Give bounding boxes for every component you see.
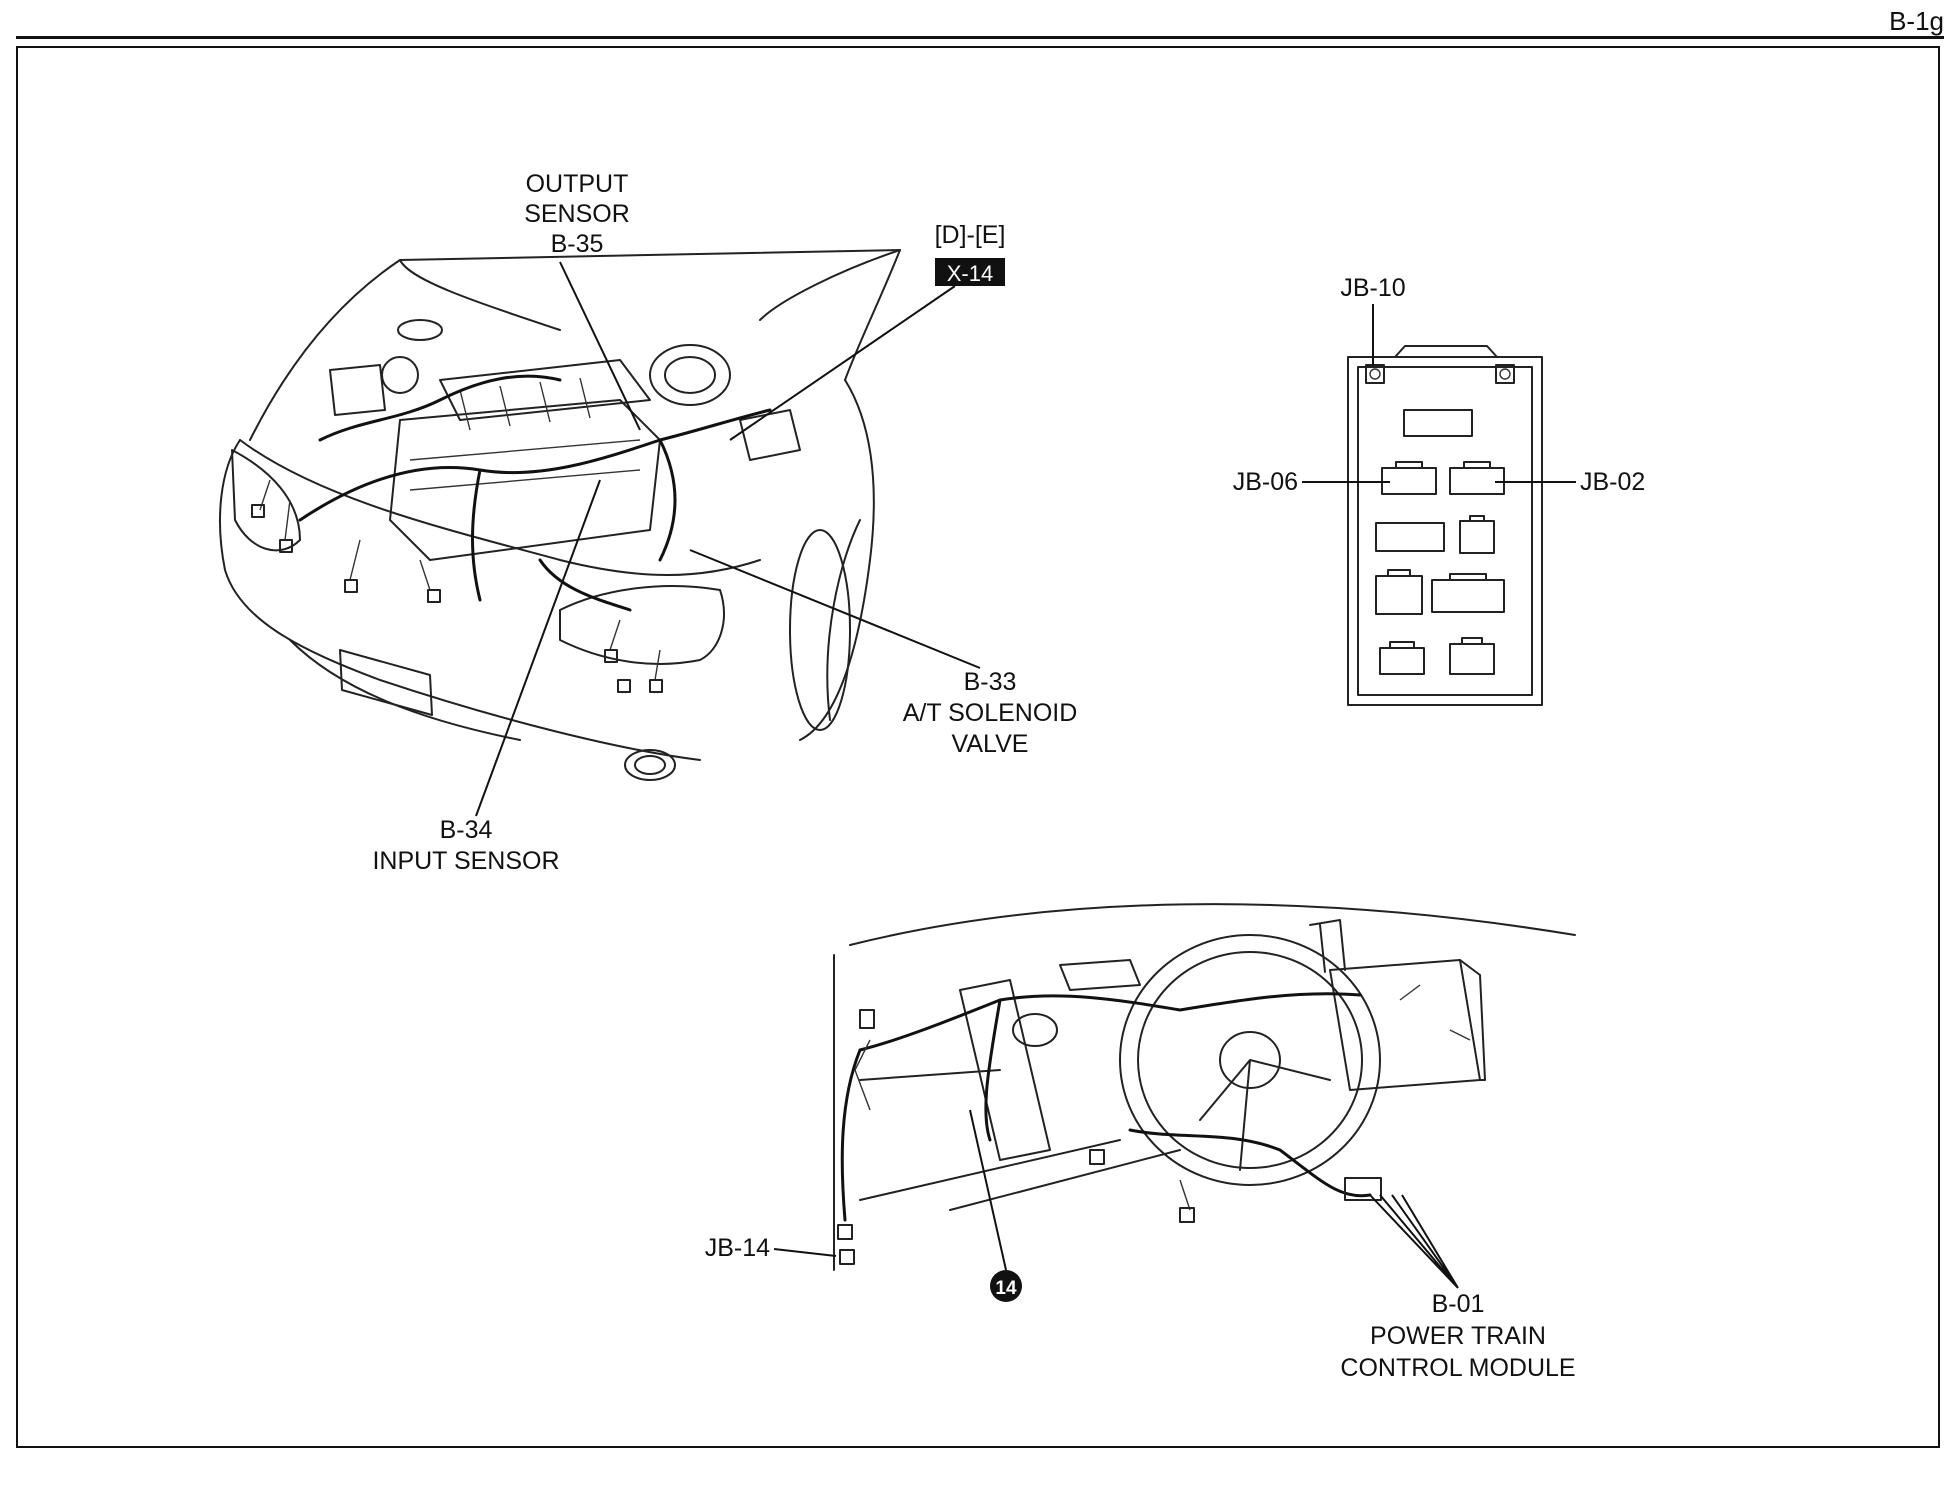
solenoid-leader xyxy=(689,549,981,669)
pcm-label-line1: POWER TRAIN xyxy=(1370,1322,1546,1350)
top-rule xyxy=(16,36,1944,39)
callout-badge-number: 14 xyxy=(995,1278,1017,1299)
output-sensor-code: B-35 xyxy=(551,230,604,258)
solenoid-code: B-33 xyxy=(964,668,1017,696)
input-sensor-label: INPUT SENSOR xyxy=(372,847,559,875)
input-sensor-leader xyxy=(475,479,601,817)
junction-box xyxy=(1347,345,1543,706)
jb14-leader xyxy=(773,1248,837,1257)
output-sensor-label-line2: SENSOR xyxy=(524,200,630,228)
diagram-frame xyxy=(16,46,1940,1448)
jb06-label: JB-06 xyxy=(1233,468,1298,496)
jb14-label: JB-14 xyxy=(705,1234,770,1262)
engine-bay-illustration xyxy=(219,249,901,781)
badge-leader xyxy=(969,1109,1007,1271)
connector-ref-badge xyxy=(935,258,1005,286)
page-id: B-1g xyxy=(1889,6,1944,36)
pcm-label-line2: CONTROL MODULE xyxy=(1340,1354,1575,1382)
jb10-label: JB-10 xyxy=(1340,274,1405,302)
pcm-code: B-01 xyxy=(1432,1290,1485,1318)
connector-ref-leader xyxy=(729,285,956,441)
input-sensor-code: B-34 xyxy=(440,816,493,844)
dashboard-illustration xyxy=(833,903,1576,1271)
output-sensor-label-line1: OUTPUT xyxy=(526,170,629,198)
solenoid-label-line1: A/T SOLENOID xyxy=(903,699,1078,727)
output-sensor-leader xyxy=(559,261,641,431)
solenoid-label-line2: VALVE xyxy=(952,730,1029,758)
callout-badge xyxy=(990,1270,1022,1302)
section-ref: [D]-[E] xyxy=(935,221,1006,249)
connector-ref: X-14 xyxy=(947,261,993,286)
jb02-label: JB-02 xyxy=(1580,468,1645,496)
pcm-leader xyxy=(1369,1194,1459,1289)
